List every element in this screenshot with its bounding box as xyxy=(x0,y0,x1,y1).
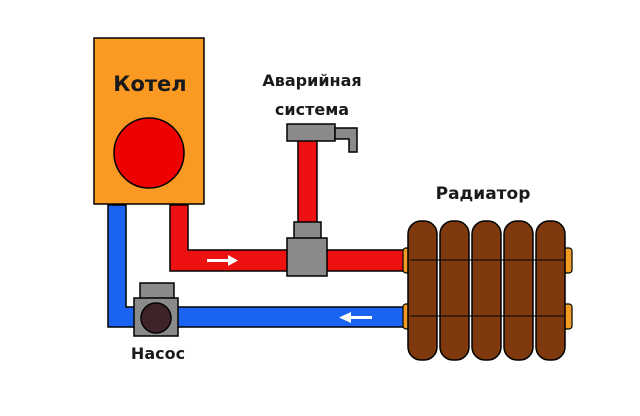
radiator-section xyxy=(407,220,438,361)
radiator-section xyxy=(471,220,502,361)
emergency-valve xyxy=(286,123,358,153)
radiator-label: Радиатор xyxy=(436,184,531,204)
radiator xyxy=(402,220,573,361)
emergency-label-line2: система xyxy=(275,100,349,119)
radiator-section xyxy=(503,220,534,361)
pump-rotor xyxy=(140,302,172,334)
tee-fitting xyxy=(286,221,328,277)
emergency-label-line1: Аварийная xyxy=(262,71,361,90)
pump xyxy=(133,282,179,337)
boiler-burner xyxy=(113,117,185,189)
boiler-label: Котел xyxy=(113,72,186,96)
radiator-section xyxy=(535,220,566,361)
arrow-left-icon xyxy=(339,312,372,323)
arrow-right-icon xyxy=(207,255,238,266)
radiator-section xyxy=(439,220,470,361)
pump-label: Насос xyxy=(131,344,185,363)
